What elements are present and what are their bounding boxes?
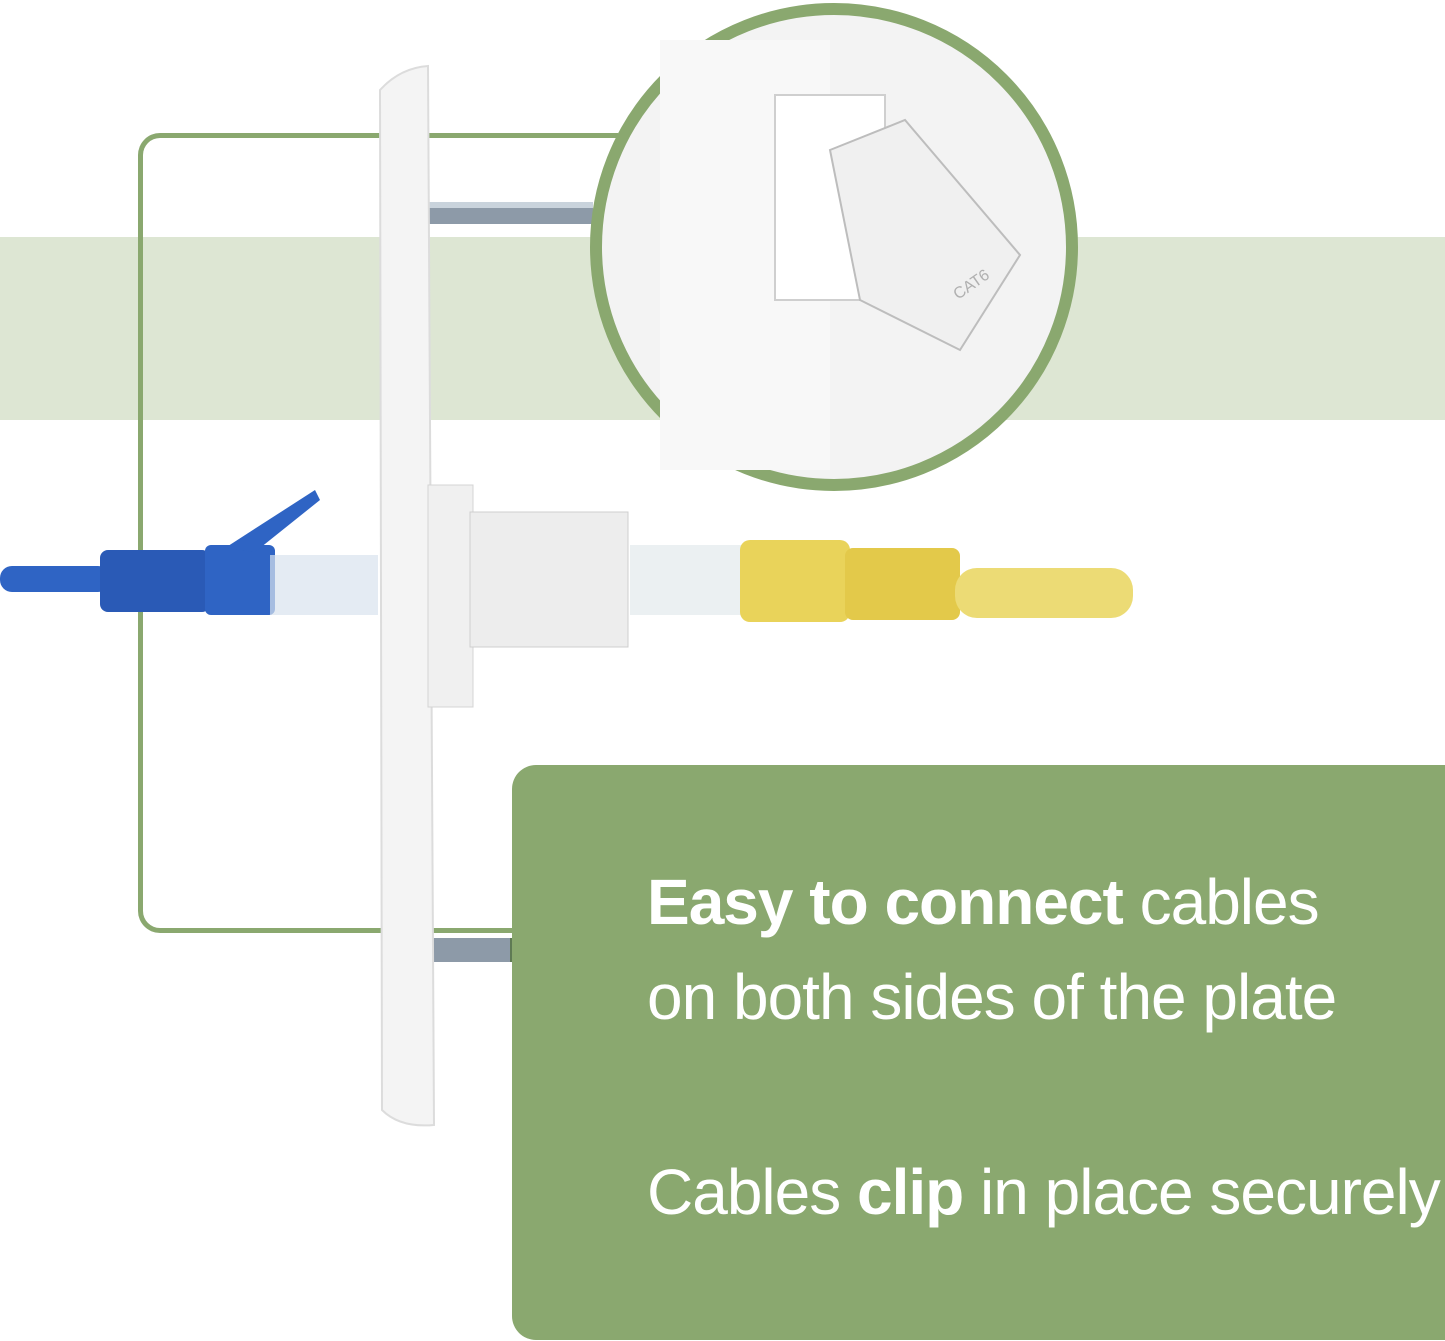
callout-bracket [138,133,618,933]
screw-top [428,202,593,224]
secondary-after: in place securely [963,1156,1441,1228]
headline-line-1: Easy to connect cables [647,865,1320,939]
wall-plate [378,64,436,1127]
feature-callout-panel: Easy to connect cables on both sides of … [512,765,1445,1340]
blue-cable [0,490,378,615]
yellow-cable [630,540,1133,622]
headline-line-2: on both sides of the plate [647,961,1337,1033]
secondary-bold: clip [857,1156,964,1228]
secondary-before: Cables [647,1156,857,1228]
detail-zoom-circle: CAT6 [590,3,1078,491]
keystone-jack [427,484,474,708]
secondary-line: Cables clip in place securely [647,1155,1441,1229]
headline-bold: Easy to connect [647,866,1124,938]
headline-rest: cables [1122,866,1320,938]
